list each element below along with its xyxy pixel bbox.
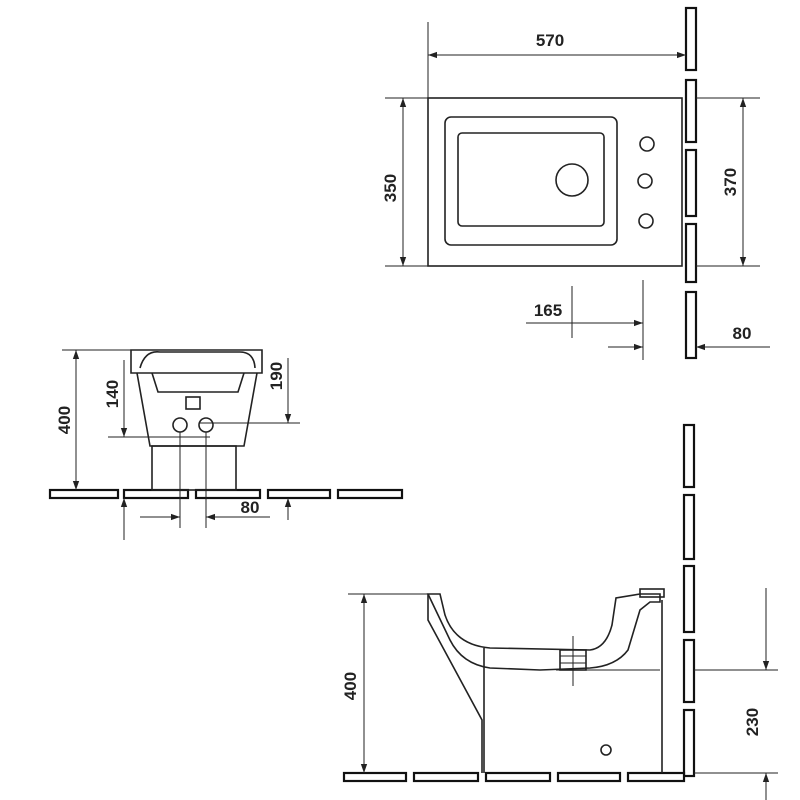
drain-circle	[555, 163, 589, 197]
tap-hole-bottom	[638, 213, 654, 229]
front-view-pedestal	[151, 445, 237, 491]
side-view-bowl	[426, 593, 661, 671]
side-view-front-profile	[427, 594, 483, 773]
front-view-bowl-bottom	[151, 372, 245, 393]
side-view-floor	[342, 771, 686, 783]
side-height-label: 400	[341, 672, 360, 700]
side-outlet-height-label: 230	[743, 708, 762, 736]
front-view: 400 140 190 80	[48, 349, 404, 540]
top-wall-gap-label: 80	[733, 324, 752, 343]
front-view-drain	[185, 396, 201, 410]
front-height-label: 400	[55, 406, 74, 434]
side-view-back-rim	[639, 588, 665, 598]
top-depth-label: 350	[381, 174, 400, 202]
front-outlet-height-label: 190	[267, 362, 286, 390]
tap-hole-top	[639, 136, 655, 152]
front-view-rim	[130, 349, 263, 374]
front-view-rim-inner	[139, 351, 256, 369]
top-wall-height-label: 370	[721, 168, 740, 196]
top-view-wall	[684, 6, 698, 360]
side-view: 400 230	[341, 423, 778, 800]
front-spacing-label: 80	[241, 498, 260, 517]
top-view-bowl-outer	[444, 116, 618, 246]
top-offset-label: 165	[534, 301, 562, 320]
front-view-inlet-right	[198, 417, 214, 433]
top-width-label: 570	[536, 31, 564, 50]
side-view-wall	[682, 423, 696, 778]
front-view-inlet-left	[172, 417, 188, 433]
front-view-floor	[48, 488, 404, 500]
top-view-bowl-inner	[457, 132, 605, 227]
top-view-outline	[427, 97, 683, 267]
top-view: 570 350 370 165 80	[381, 6, 770, 360]
tap-hole-middle	[637, 173, 653, 189]
front-inlet-height-label: 140	[103, 380, 122, 408]
side-view-fixing-hole	[600, 744, 612, 756]
